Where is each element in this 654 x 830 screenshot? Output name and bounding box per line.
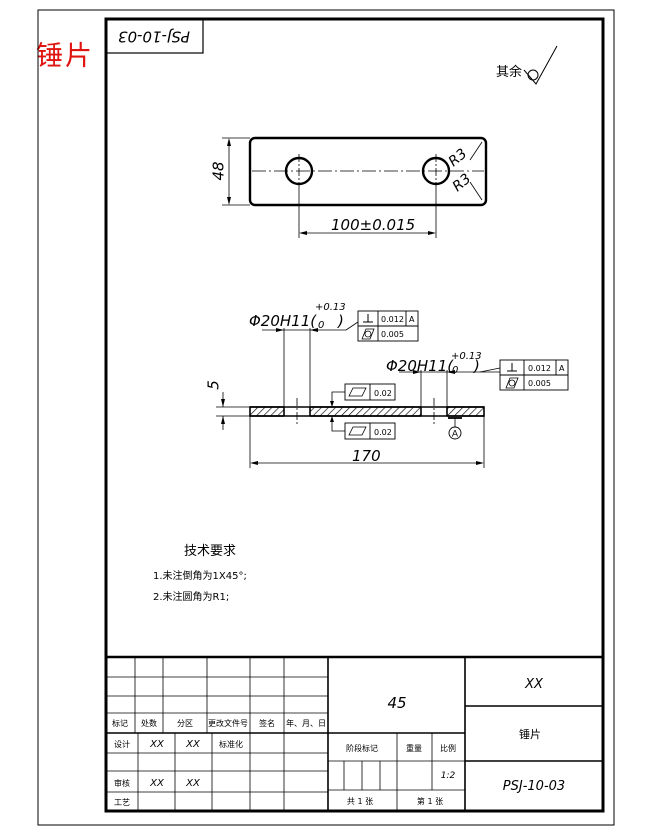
svg-text:): ) xyxy=(473,357,480,375)
svg-text:设计: 设计 xyxy=(114,739,130,749)
svg-text:第 1 张: 第 1 张 xyxy=(417,796,443,806)
svg-text:共 1 张: 共 1 张 xyxy=(347,797,373,806)
svg-text:0.02: 0.02 xyxy=(374,389,392,398)
svg-text:重量: 重量 xyxy=(406,743,422,753)
svg-text:XX: XX xyxy=(149,778,165,789)
rotated-drawing-number-box: PSJ-10-03 xyxy=(105,18,204,54)
datum-label: A xyxy=(452,430,459,440)
svg-text:XX: XX xyxy=(185,778,201,789)
svg-text:0.02: 0.02 xyxy=(374,428,392,437)
svg-text:0: 0 xyxy=(452,365,458,376)
sheet-outer-border xyxy=(37,9,615,826)
roughness-note: 其余 xyxy=(496,64,522,80)
tolerance-frame-right: 0.012 A 0.005 xyxy=(499,359,569,391)
technical-notes: 技术要求 1.未注倒角为1X45°; 2.未注圆角为R1; xyxy=(153,544,247,603)
tolerance-frame-flatness-top: 0.02 xyxy=(330,383,396,407)
company-name: XX xyxy=(524,677,544,692)
svg-text:比例: 比例 xyxy=(440,743,456,753)
spacing-dimension: 100±0.015 xyxy=(331,216,415,234)
svg-text:处数: 处数 xyxy=(141,718,157,728)
tol-left-cyl: 0.005 xyxy=(381,330,404,339)
radius-label-bottom: R3 xyxy=(450,171,475,195)
svg-text:阶段标记: 阶段标记 xyxy=(346,743,378,753)
rotated-drawing-number: PSJ-10-03 xyxy=(118,28,190,46)
svg-text:更改文件号: 更改文件号 xyxy=(208,718,248,728)
svg-text:标准化: 标准化 xyxy=(219,739,243,749)
svg-text:审核: 审核 xyxy=(114,778,130,788)
svg-text:+0.13: +0.13 xyxy=(451,351,482,362)
title-block xyxy=(106,655,603,811)
svg-text:XX: XX xyxy=(149,739,165,750)
svg-text:+0.13: +0.13 xyxy=(315,302,346,313)
front-section-view: 5 170 Φ20H11( +0.13 0 ) Φ20H11( +0.13 0 … xyxy=(205,302,501,468)
tol-right-perp: 0.012 xyxy=(528,364,551,373)
drawing-title-label: 锤片 xyxy=(36,41,94,72)
part-name: 锤片 xyxy=(519,727,541,741)
note-item-1: 1.未注倒角为1X45°; xyxy=(153,569,247,582)
notes-title: 技术要求 xyxy=(184,544,236,559)
drawing-frame xyxy=(104,17,605,813)
svg-text:A: A xyxy=(409,315,415,324)
drawing-number: PSJ-10-03 xyxy=(503,779,565,794)
title-block-text: 标记 处数 分区 更改文件号 签名 年、月、日 设计 XX XX 标准化 审核 … xyxy=(112,677,565,807)
hole-left-dimension: Φ20H11( xyxy=(249,312,317,330)
svg-text:0: 0 xyxy=(318,320,324,331)
svg-text:分区: 分区 xyxy=(177,719,193,728)
tol-right-cyl: 0.005 xyxy=(528,379,551,388)
top-view: 48 R3 R3 100±0.015 xyxy=(210,136,488,238)
roughness-symbol: 其余 xyxy=(496,45,558,85)
tol-left-perp: 0.012 xyxy=(381,315,404,324)
note-item-2: 2.未注圆角为R1; xyxy=(153,590,229,603)
svg-text:A: A xyxy=(559,364,565,373)
svg-text:工艺: 工艺 xyxy=(114,798,130,807)
scale-value: 1:2 xyxy=(441,771,456,781)
height-dimension: 48 xyxy=(210,161,228,180)
tolerance-frame-flatness-bottom: 0.02 xyxy=(330,416,396,440)
svg-text:年、月、日: 年、月、日 xyxy=(286,718,326,728)
svg-text:标记: 标记 xyxy=(112,718,128,728)
length-dimension: 170 xyxy=(352,447,381,465)
hole-right-dimension: Φ20H11( xyxy=(386,357,454,375)
thickness-dimension: 5 xyxy=(205,380,223,390)
svg-text:XX: XX xyxy=(185,739,201,750)
svg-text:): ) xyxy=(337,312,344,330)
material-value: 45 xyxy=(387,694,406,712)
tolerance-frame-left: 0.012 A 0.005 xyxy=(357,310,419,342)
plate-outline xyxy=(248,136,488,207)
svg-text:签名: 签名 xyxy=(259,718,275,728)
